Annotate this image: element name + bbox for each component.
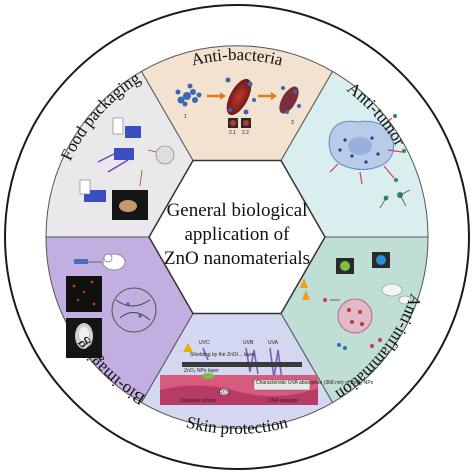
center-title-line-3: ZnO nanomaterials (164, 248, 310, 269)
food-packaging-illustration (79, 117, 175, 220)
skin-stress-label: Oxidative stress (180, 398, 216, 404)
center-title-line-2: application of (185, 224, 291, 245)
skin-ros-label: ROS (219, 390, 231, 396)
bacterium-shape (226, 78, 252, 116)
bacteria-step-2-1: 2.1 (229, 130, 236, 136)
skin-shield-label: Shielding by the ZnO/... layer (190, 352, 255, 358)
anti-bacteria-illustration: 1 2.1 2.2 3 (175, 77, 301, 136)
skin-uvc-label: UVC (199, 340, 210, 346)
skin-uvb-label: UVB (243, 340, 254, 346)
bacteria-step-2-2: 2.2 (242, 130, 249, 136)
skin-dna-label: DNA damage (268, 398, 298, 404)
skin-uva-label: UVA (268, 340, 279, 346)
center-hexagon (148, 159, 326, 315)
anti-inflammation-illustration (300, 252, 412, 350)
skin-protection-illustration: UVC UVB UVA Shielding by the ZnO/... lay… (160, 340, 374, 405)
bacteria-step-3: 3 (291, 120, 294, 126)
skin-np-layer-label: ZnO₂ NPs layer (184, 368, 219, 374)
bio-imaging-illustration (66, 253, 157, 358)
anti-tumor-illustration (328, 114, 411, 209)
bacteria-step-1: 1 (184, 114, 187, 120)
center-title-line-1: General biological (167, 200, 308, 221)
skin-photo-label: Characteristic UVA absorption (368 nm) o… (256, 380, 374, 386)
